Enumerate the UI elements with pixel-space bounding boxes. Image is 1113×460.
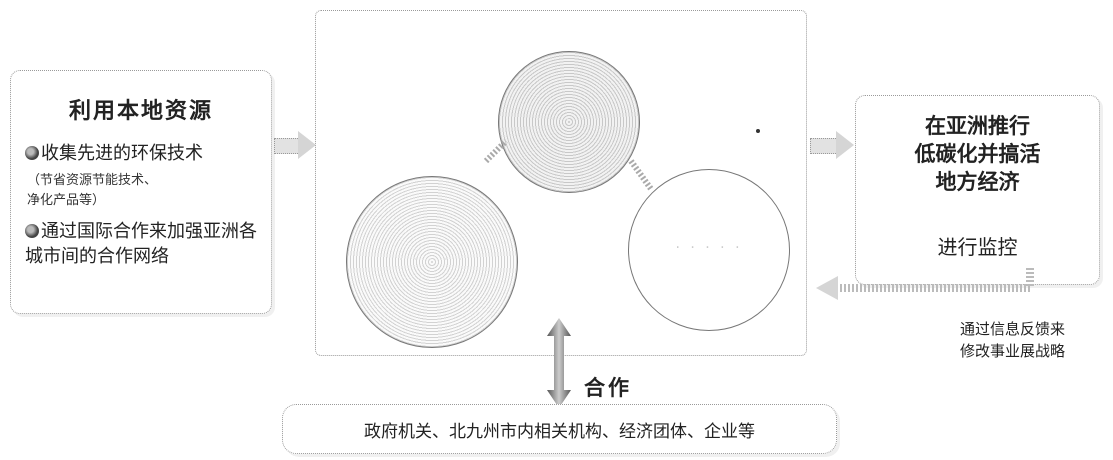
- feedback-text: 通过信息反馈来 修改事业展战略: [959, 320, 1065, 360]
- bullet-dot-icon: [25, 146, 39, 160]
- outcome-title: 在亚洲推行 低碳化并搞活 地方经济: [914, 114, 1041, 194]
- center-diagram-panel: · · · · · · · · · · · · · · ·: [315, 10, 807, 356]
- top-circle: · · · · ·: [498, 51, 640, 193]
- top-circle-faint-text: · · · · ·: [535, 112, 603, 128]
- right-arrow-icon: [298, 131, 316, 159]
- right-arrow-head-icon: [836, 131, 854, 159]
- partners-text: 政府机关、北九州市内相关机构、经济团体、企业等: [364, 422, 755, 442]
- left-circle: · · · · ·: [346, 176, 518, 348]
- left-circle-faint-text: · · · · ·: [398, 252, 466, 268]
- cooperation-label: 合作: [584, 376, 632, 400]
- outcome-panel: 在亚洲推行 低碳化并搞活 地方经济 进行监控: [855, 95, 1100, 285]
- right-circle-faint-text: · · · · ·: [675, 240, 743, 256]
- bullet-collect-tech: 收集先进的环保技术: [25, 141, 203, 166]
- right-circle: · · · · ·: [628, 169, 790, 331]
- local-resources-panel: 利用本地资源 收集先进的环保技术 （节省资源节能技术、 净化产品等） 通过国际合…: [10, 70, 272, 314]
- bullet-dot-icon: [25, 224, 39, 238]
- monitor-label: 进行监控: [937, 235, 1018, 259]
- partners-box: 政府机关、北九州市内相关机构、经济团体、企业等: [282, 404, 837, 454]
- cycle-arrows: [483, 129, 760, 191]
- double-arrow-icon: [547, 318, 571, 408]
- feedback-arrow-icon: [816, 268, 1034, 300]
- local-resources-title: 利用本地资源: [68, 99, 213, 124]
- left-arrow-shaft: [274, 138, 300, 154]
- bullet-international-network: 通过国际合作来加强亚洲各城市间的合作网络: [25, 221, 257, 267]
- bullet-collect-tech-note: （节省资源节能技术、 净化产品等）: [27, 173, 158, 208]
